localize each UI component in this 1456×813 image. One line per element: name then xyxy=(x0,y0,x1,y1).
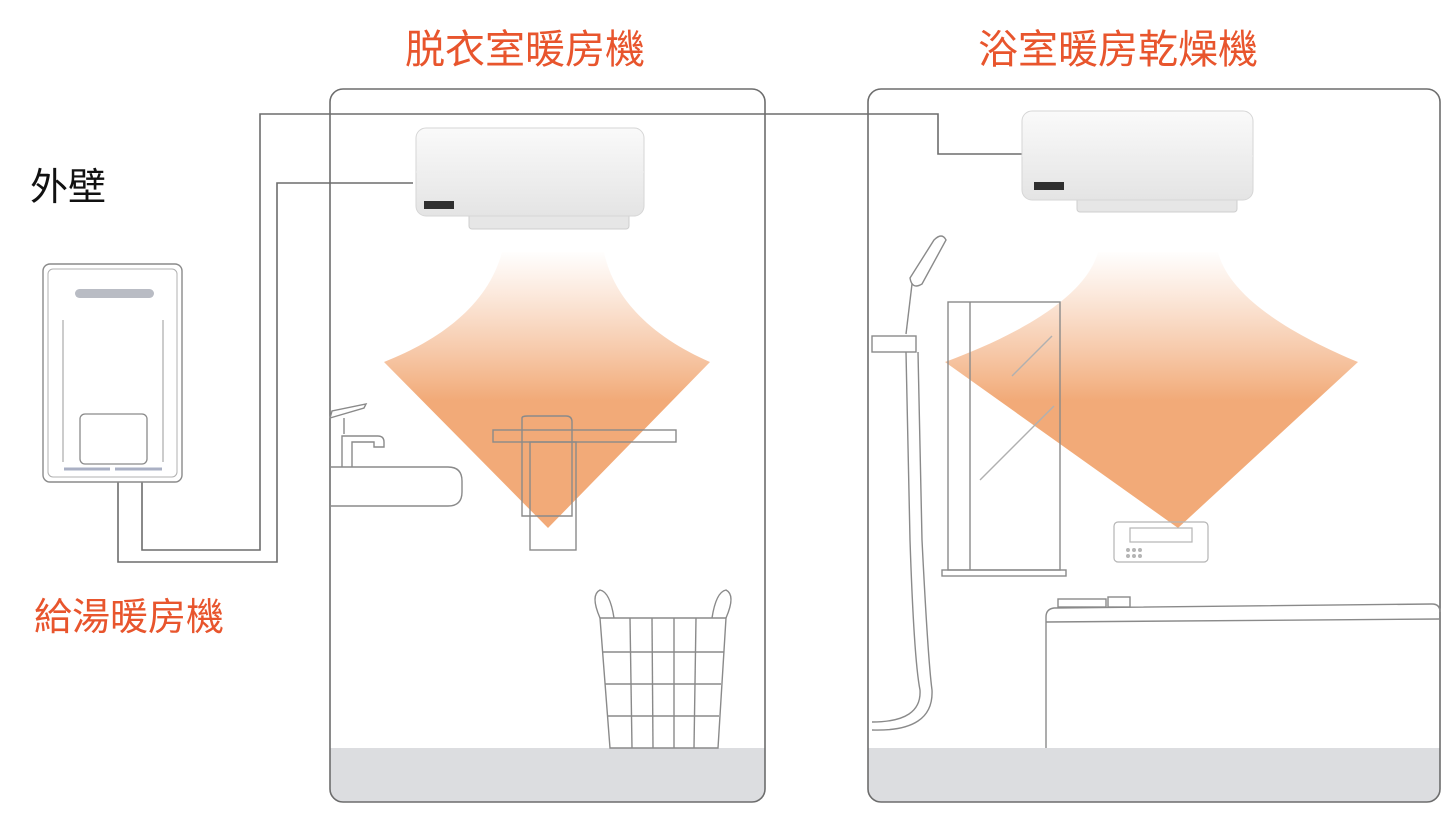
laundry-basket-icon xyxy=(594,589,732,749)
dressing-room-heater-unit xyxy=(415,127,645,230)
exterior-wall-label: 外壁 xyxy=(30,165,107,209)
shower-icon xyxy=(871,235,947,731)
bathroom-door-icon xyxy=(941,301,1067,577)
washbasin-icon xyxy=(328,403,463,507)
heating-pipes xyxy=(117,113,1022,563)
water-heater-unit xyxy=(42,263,183,483)
dressing-room-panel xyxy=(329,88,766,803)
bathroom-heater-dryer-unit xyxy=(1021,110,1254,213)
towel-rack-icon xyxy=(492,415,677,551)
bath-controller-icon xyxy=(1113,521,1209,563)
warm-air-flow-bathroom xyxy=(945,252,1358,528)
bathroom-panel xyxy=(867,88,1441,803)
bathroom-heater-dryer-title: 浴室暖房乾燥機 xyxy=(978,27,1258,73)
dressing-room-heater-title: 脱衣室暖房機 xyxy=(405,27,645,73)
warm-air-flow-dressing-room xyxy=(384,252,710,528)
water-heater-label: 給湯暖房機 xyxy=(34,595,225,639)
bathtub-icon xyxy=(1045,596,1441,748)
